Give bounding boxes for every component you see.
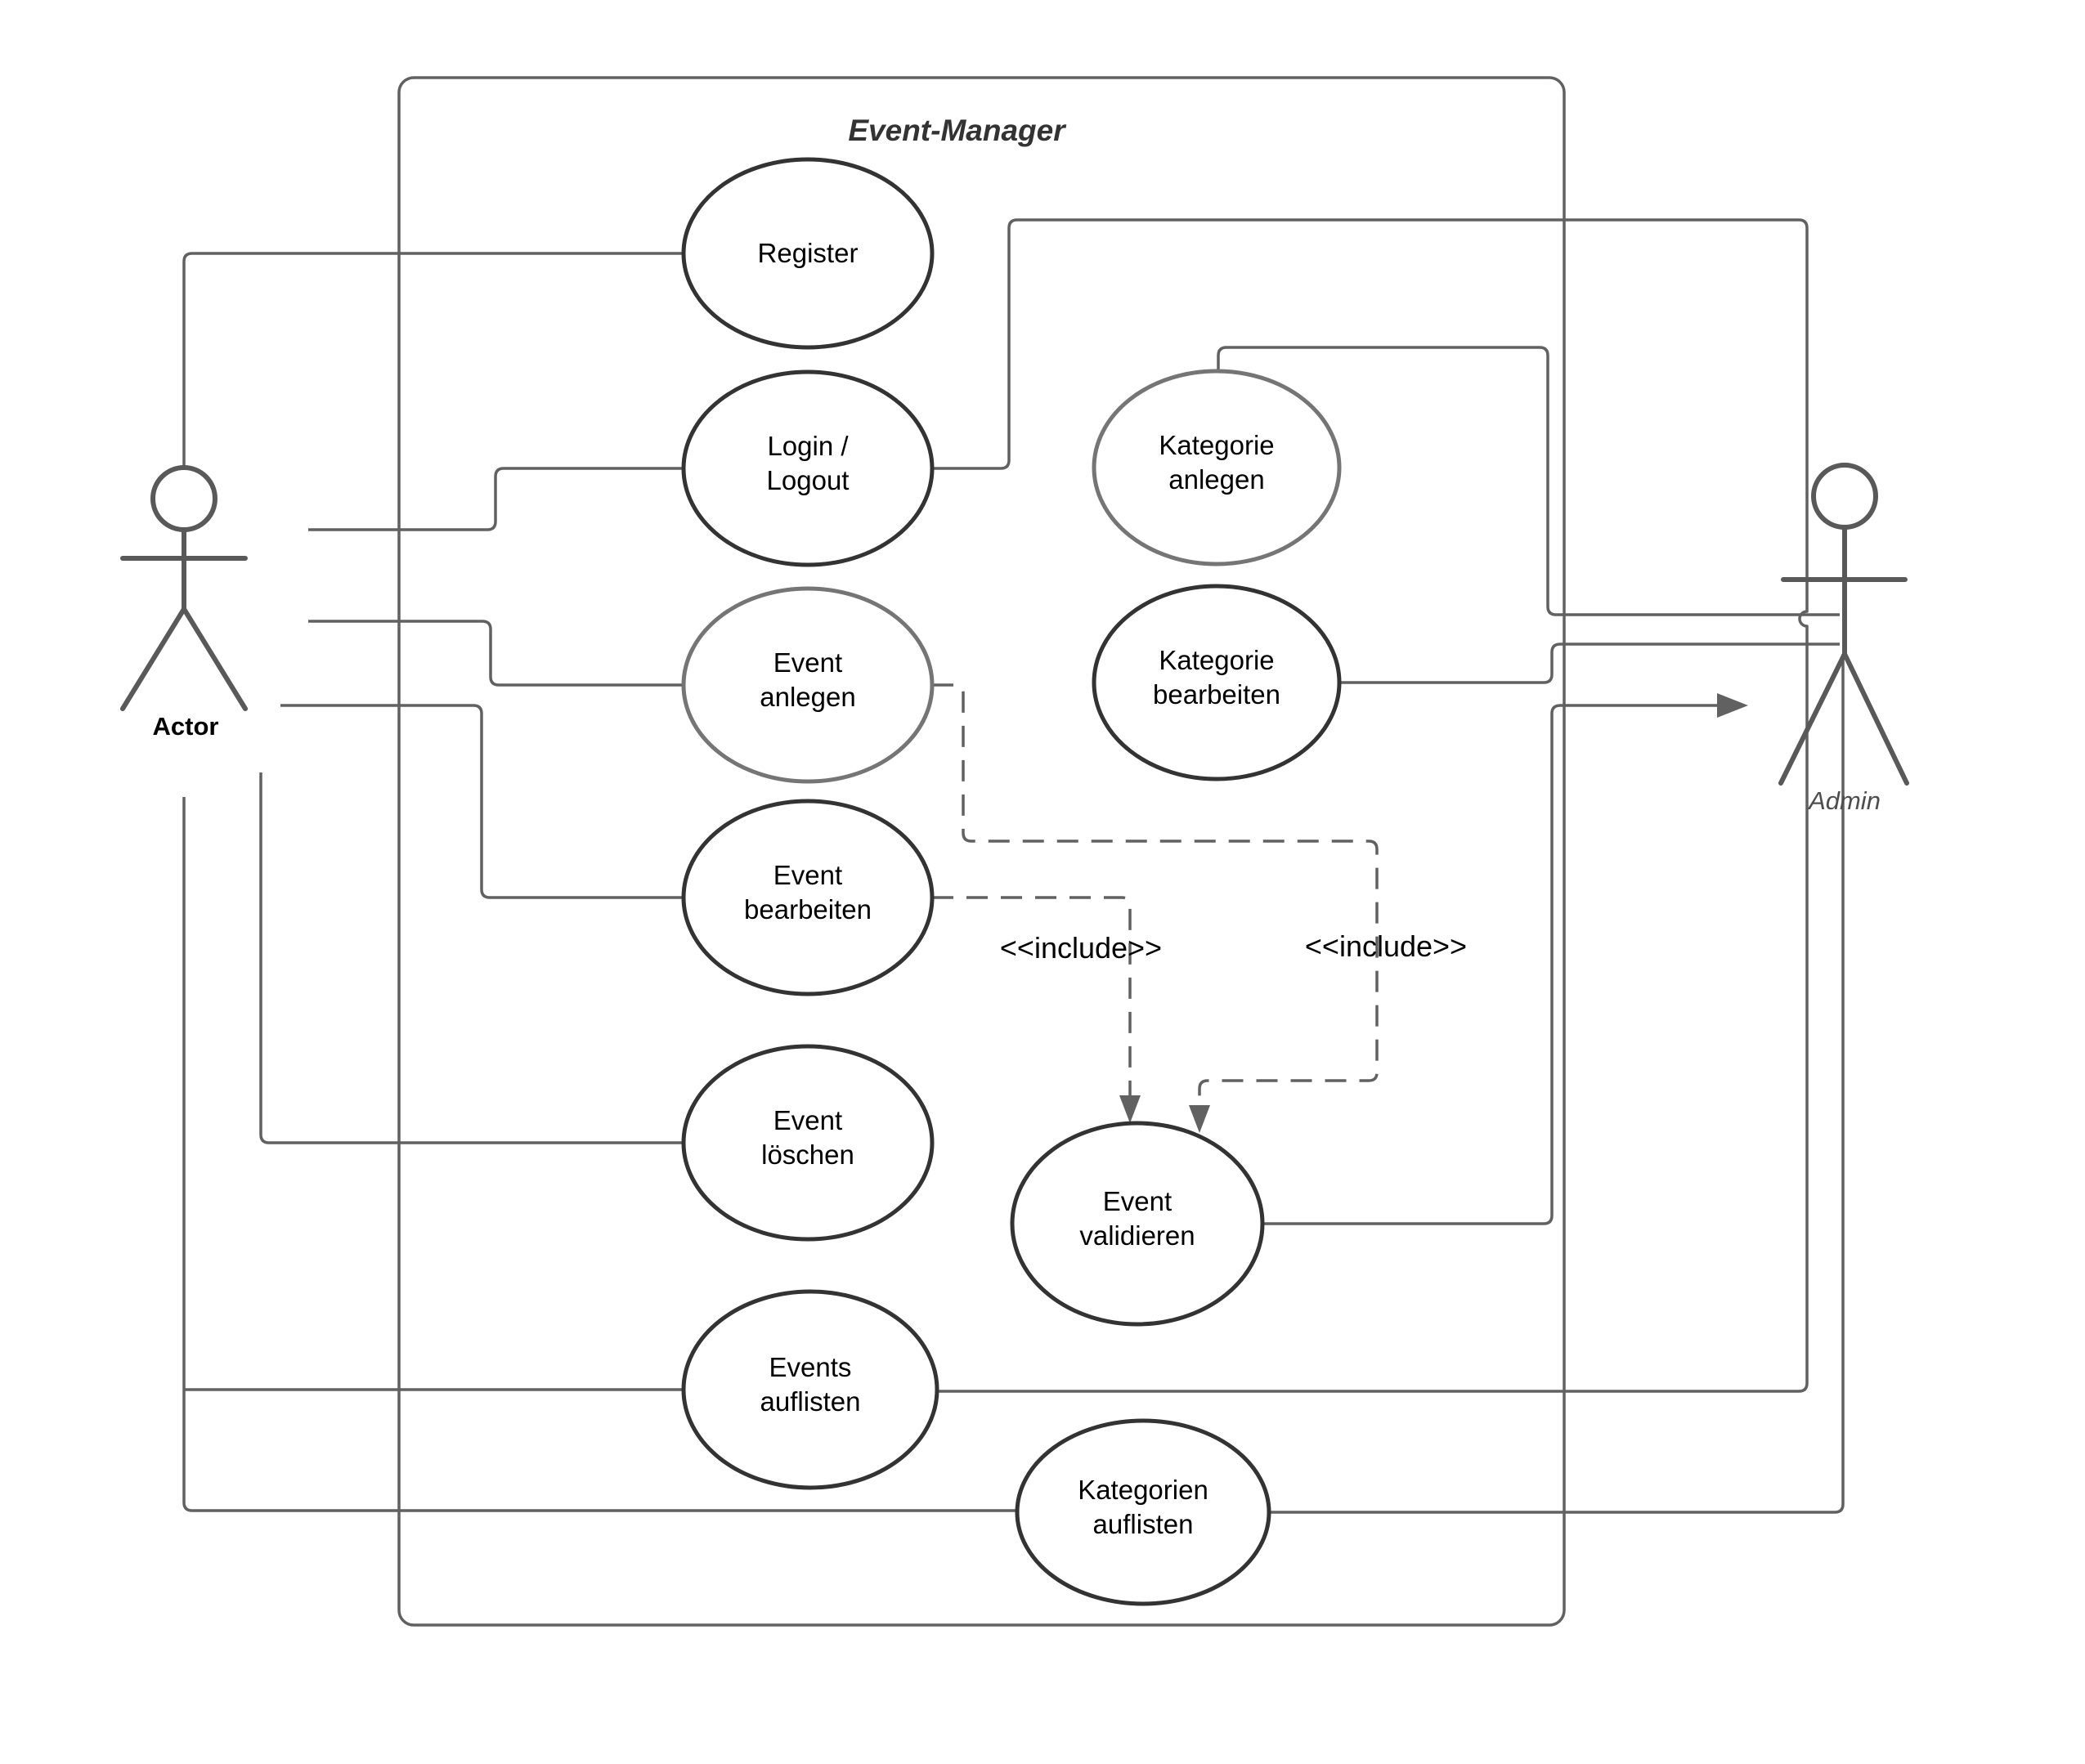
- usecase-event-loeschen-label-line2: löschen: [761, 1139, 854, 1170]
- include-edge-event-bearbeiten[interactable]: [932, 896, 1132, 1097]
- association-event-validieren-admin[interactable]: [1262, 704, 1719, 1225]
- usecase-event-loeschen[interactable]: Event löschen: [681, 1044, 935, 1242]
- association-actor-register[interactable]: [182, 252, 684, 468]
- association-admin-kategorien-auflisten[interactable]: [1269, 654, 1845, 1514]
- association-admin-login-events-auflisten[interactable]: [932, 218, 1809, 1393]
- usecase-event-validieren-label-line1: Event: [1103, 1186, 1172, 1216]
- usecase-event-bearbeiten-label-line1: Event: [773, 860, 842, 890]
- usecase-event-anlegen-label-line2: anlegen: [760, 682, 855, 712]
- association-actor-event-anlegen[interactable]: [308, 620, 684, 687]
- actor-admin[interactable]: Admin: [1778, 463, 1909, 815]
- usecase-register-label: Register: [758, 238, 859, 268]
- arrowhead-to-admin: [1717, 693, 1748, 718]
- include-stereotype-right: <<include>>: [1305, 929, 1467, 963]
- usecase-login-logout-label-line1: Login /: [767, 431, 849, 461]
- usecase-events-auflisten[interactable]: Events auflisten: [681, 1289, 939, 1490]
- association-actor-kategorien-auflisten[interactable]: [182, 797, 1017, 1512]
- usecase-event-bearbeiten[interactable]: Event bearbeiten: [681, 799, 935, 996]
- association-actor-login[interactable]: [308, 467, 684, 531]
- usecase-kategorie-bearbeiten[interactable]: Kategorie bearbeiten: [1092, 584, 1342, 781]
- system-boundary[interactable]: [397, 76, 1566, 1627]
- association-admin-kategorie-anlegen[interactable]: [1217, 346, 1840, 616]
- association-actor-event-loeschen[interactable]: [259, 772, 684, 1144]
- arrowhead-include-right: [1189, 1105, 1210, 1133]
- usecase-event-validieren[interactable]: Event validieren: [1010, 1121, 1265, 1327]
- actor-left[interactable]: Actor: [120, 465, 248, 741]
- usecase-login-logout[interactable]: Login / Logout: [681, 369, 935, 567]
- usecase-kategorien-auflisten-label-line2: auflisten: [1093, 1509, 1194, 1539]
- association-admin-kategorie-bearbeiten[interactable]: [1339, 642, 1840, 684]
- usecase-event-bearbeiten-label-line2: bearbeiten: [744, 894, 872, 925]
- usecase-event-anlegen-label-line1: Event: [773, 647, 842, 678]
- usecase-register[interactable]: Register: [681, 157, 935, 350]
- usecase-events-auflisten-label-line2: auflisten: [760, 1386, 861, 1417]
- include-edge-event-anlegen[interactable]: [932, 683, 1379, 1107]
- include-stereotype-left: <<include>>: [1000, 931, 1162, 965]
- arrowhead-include-left: [1119, 1095, 1141, 1123]
- association-actor-event-bearbeiten[interactable]: [280, 704, 684, 899]
- usecase-kategorie-anlegen-label-line2: anlegen: [1168, 464, 1264, 495]
- actor-admin-body: [1778, 525, 1909, 786]
- usecase-kategorie-bearbeiten-label-line1: Kategorie: [1159, 645, 1274, 675]
- actor-left-head: [150, 465, 217, 532]
- usecase-kategorie-anlegen-label-line1: Kategorie: [1159, 430, 1274, 460]
- usecase-event-validieren-label-line2: validieren: [1079, 1220, 1195, 1251]
- usecase-login-logout-label-line2: Logout: [767, 465, 850, 495]
- usecase-kategorie-bearbeiten-label-line2: bearbeiten: [1153, 679, 1280, 710]
- actor-left-label: Actor: [153, 712, 219, 741]
- actor-left-body: [120, 527, 248, 711]
- system-title: Event-Manager: [848, 114, 1067, 147]
- usecase-event-loeschen-label-line1: Event: [773, 1105, 842, 1135]
- actor-admin-head: [1811, 463, 1878, 530]
- usecase-events-auflisten-label-line1: Events: [769, 1352, 852, 1382]
- usecase-kategorien-auflisten[interactable]: Kategorien auflisten: [1015, 1418, 1271, 1606]
- usecase-kategorien-auflisten-label-line1: Kategorien: [1078, 1475, 1208, 1505]
- usecase-kategorie-anlegen[interactable]: Kategorie anlegen: [1092, 369, 1342, 566]
- usecase-event-anlegen[interactable]: Event anlegen: [681, 586, 935, 784]
- actor-admin-label: Admin: [1807, 786, 1881, 815]
